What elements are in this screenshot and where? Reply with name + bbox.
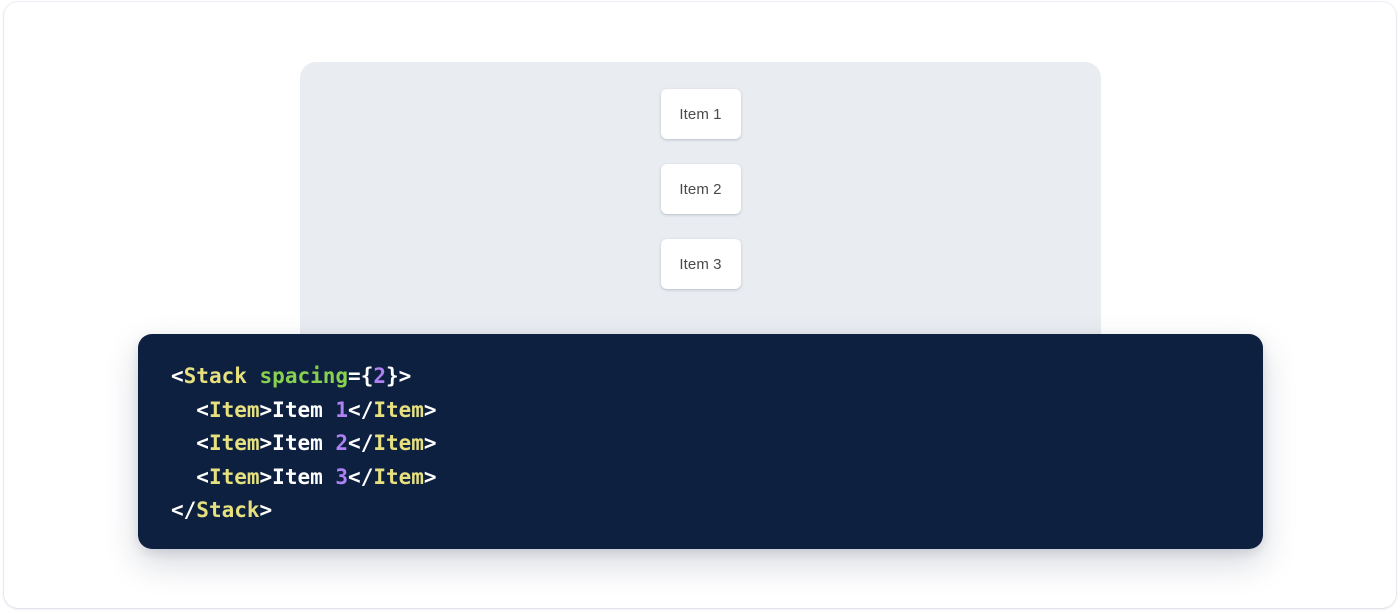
code-token-tag: Item [373,431,424,456]
code-token-tag: Item [208,464,260,489]
stack-container: Item 1 Item 2 Item 3 [660,89,741,289]
code-token-punct: > [259,464,273,489]
code-line: <Item>Item 3</Item> [171,461,1263,495]
stack-item[interactable]: Item 1 [660,89,741,139]
code-token-punct [247,364,260,388]
code-token-tag: Item [373,397,424,422]
code-token-punct: </ [348,397,374,422]
code-line: <Item>Item 1</Item> [171,394,1263,428]
code-token-punct: < [171,464,209,489]
code-snippet[interactable]: <Stack spacing={2}> <Item>Item 1</Item> … [171,360,1263,528]
code-token-text: Item [272,397,336,422]
code-token-number: 3 [335,464,349,489]
code-token-punct: </ [348,464,374,489]
code-token-number: 2 [335,431,349,456]
code-token-punct: }> [386,364,412,388]
code-token-attr: spacing [259,364,349,388]
code-line: <Stack spacing={2}> [171,360,1263,394]
code-token-tag: Stack [183,364,247,388]
code-token-punct: > [423,431,437,456]
code-token-tag: Stack [196,498,260,523]
code-token-text: Item [272,431,336,456]
code-token-punct: > [259,397,273,422]
stack-item-label: Item 2 [679,180,722,198]
code-block: <Stack spacing={2}> <Item>Item 1</Item> … [138,334,1263,549]
code-token-tag: Item [373,464,424,489]
code-token-punct: </ [348,431,374,456]
stack-item[interactable]: Item 3 [660,239,741,289]
code-token-text: Item [272,464,336,489]
code-token-tag: Item [208,431,260,456]
code-token-punct: < [171,364,184,388]
code-line: <Item>Item 2</Item> [171,427,1263,461]
code-token-number: 1 [335,397,349,422]
code-token-punct: > [423,464,437,489]
code-token-punct: ={ [348,364,374,388]
code-token-punct: </ [171,498,197,523]
code-token-punct: > [259,431,273,456]
stack-item-label: Item 3 [679,255,722,273]
code-token-punct: > [259,498,273,523]
code-token-punct: < [171,431,209,456]
code-token-tag: Item [208,397,260,422]
code-token-number: 2 [373,364,386,388]
code-token-punct: < [171,397,209,422]
code-token-punct: > [423,397,437,422]
stack-item-label: Item 1 [679,105,722,123]
stack-item[interactable]: Item 2 [660,164,741,214]
code-line: </Stack> [171,494,1263,528]
